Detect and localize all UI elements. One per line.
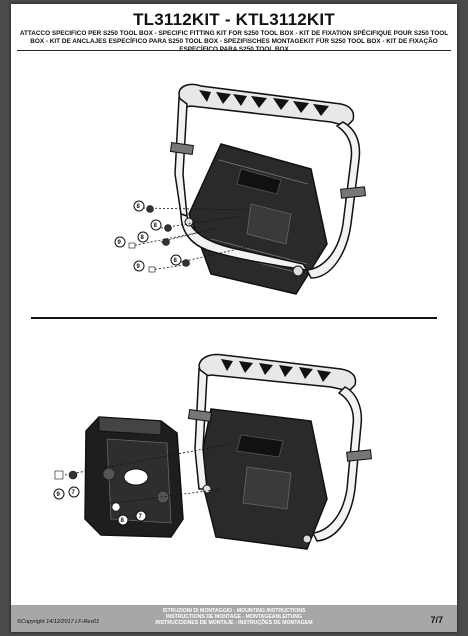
fig1-callout-2: 8 [150, 219, 162, 231]
figure-1-bracket-assembly: 8 8 8 9 8 9 [114, 83, 367, 295]
fig1-top-rail [178, 83, 355, 127]
page-title: TL3112KIT - KTL3112KIT [133, 10, 335, 29]
copyright-text: ©Copyright 14/12/2017 LF-Rev01 [17, 619, 100, 625]
fig2-callout-1: 9 [53, 488, 65, 500]
figure-2-toolbox-assembly: 9 7 8 7 [53, 353, 373, 550]
svg-text:8: 8 [141, 235, 145, 241]
svg-text:8: 8 [154, 223, 158, 229]
page-footer: ©Copyright 14/12/2017 LF-Rev01 ISTRUZION… [11, 605, 457, 632]
header-rule [17, 50, 451, 51]
footer-instructions: ISTRUZIONI DI MONTAGGIO - MOUNTING INSTR… [131, 608, 337, 626]
manual-page: TL3112KIT - KTL3112KIT ATTACCO SPECIFICO… [11, 4, 457, 632]
svg-text:9: 9 [137, 264, 141, 270]
fig2-left-tube [194, 367, 208, 490]
svg-text:8: 8 [137, 204, 141, 210]
fig1-callout-3: 8 [137, 231, 149, 243]
fig2-callout-2: 7 [68, 486, 80, 498]
fig1-left-tube [174, 96, 188, 218]
fig1-callout-4: 9 [114, 236, 126, 248]
svg-text:7: 7 [139, 514, 143, 520]
fig2-callout-3: 8 [117, 514, 129, 526]
section-divider [31, 317, 437, 319]
fig1-callout-6: 9 [133, 260, 145, 272]
fig2-top-rail [198, 353, 357, 392]
svg-text:8: 8 [121, 518, 125, 524]
svg-text:9: 9 [57, 492, 61, 498]
fig2-right-tube [311, 386, 363, 542]
page-subtitle: ATTACCO SPECIFICO PER S250 TOOL BOX - SP… [19, 30, 449, 53]
fig2-callout-4: 7 [135, 510, 147, 522]
footer-instructions-line-2: INSTRUCTIONS DE MONTAGE - MONTAGEANLEITU… [165, 614, 303, 620]
fig1-callout-5: 8 [170, 254, 182, 266]
svg-text:7: 7 [72, 490, 76, 496]
footer-instructions-line-3: INSTRUCCIONES DE MONTAJE - INSTRUÇÕES DE… [155, 620, 313, 626]
page-number: 7/7 [430, 615, 443, 625]
fig1-callout-1: 8 [133, 200, 145, 212]
footer-instructions-line-1: ISTRUZIONI DI MONTAGGIO - MOUNTING INSTR… [162, 608, 306, 614]
svg-text:9: 9 [118, 240, 122, 246]
svg-text:8: 8 [174, 258, 178, 264]
